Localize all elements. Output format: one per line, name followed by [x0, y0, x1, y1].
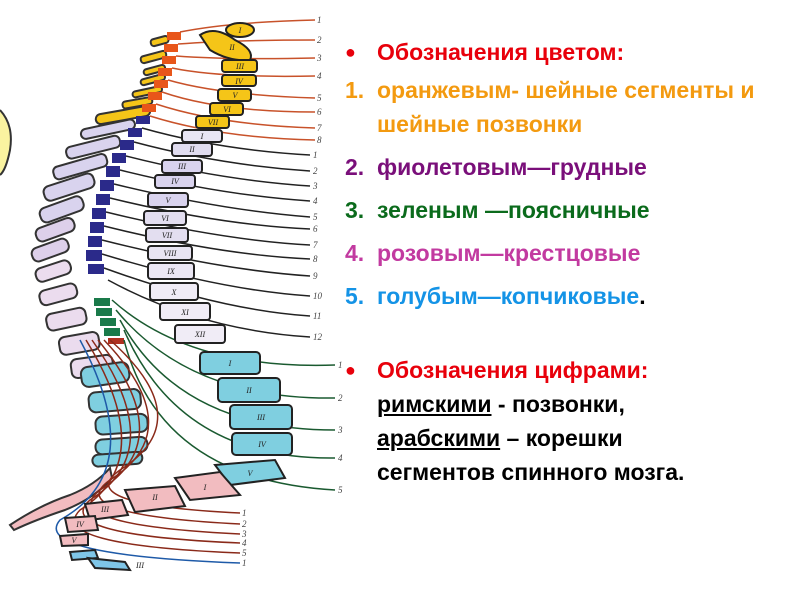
vertebra-label-l2: II	[245, 386, 252, 395]
root-label-s5: 5	[242, 548, 247, 558]
legend-text: зеленым —поясничные	[377, 197, 650, 223]
legend-text: розовым—крестцовые	[377, 240, 641, 266]
legend-number: 2.	[345, 154, 365, 180]
roman-desc: - позвонки,	[491, 391, 625, 417]
number-legend-heading: ● Обозначения цифрами:	[345, 353, 795, 387]
vertebra-label-co: III	[135, 561, 144, 570]
vertebra-label-t8: VIII	[164, 249, 177, 258]
root-label-c5: 5	[317, 93, 322, 103]
legend-number: 4.	[345, 240, 365, 266]
numbers-heading-text: Обозначения цифрами:	[377, 357, 649, 383]
arabic-desc: – корешки	[500, 425, 623, 451]
vertebra-label-t10: X	[171, 288, 178, 297]
legend-number: 1.	[345, 77, 365, 103]
root-label-c1: 1	[317, 15, 322, 25]
legend-panel: ● Обозначения цветом: 1. оранжевым- шейн…	[345, 35, 795, 489]
root-label-s3: 3	[241, 529, 247, 539]
vertebra-label-c2: II	[228, 43, 235, 52]
legend-item-coccygeal: 5. голубым—копчиковые.	[345, 279, 795, 313]
legend-text: голубым—копчиковые	[377, 283, 640, 309]
legend-number: 3.	[345, 197, 365, 223]
vertebra-label-c5: V	[233, 91, 239, 100]
vertebra-label-t11: XI	[180, 308, 189, 317]
vertebra-label-t7: VII	[162, 231, 173, 240]
bullet-icon: ●	[345, 360, 356, 380]
legend-text: фиолетовым—грудные	[377, 154, 647, 180]
root-label-s2: 2	[242, 519, 247, 529]
root-label-l1: 1	[338, 360, 343, 370]
root-label-t4: 4	[313, 196, 318, 206]
vertebra-label-t5: V	[166, 196, 172, 205]
vertebra-label-l3: III	[256, 413, 265, 422]
legend-text: оранжевым- шейные сегменты и шейные позв…	[377, 77, 755, 137]
root-label-t7: 7	[313, 240, 318, 250]
vertebra-label-c3: III	[235, 62, 244, 71]
vertebra-label-s3: III	[100, 505, 109, 514]
vertebra-label-l1: I	[228, 359, 232, 368]
legend-item-thoracic: 2. фиолетовым—грудные	[345, 150, 795, 184]
vertebra-label-s4: IV	[75, 520, 85, 529]
root-label-t1: 1	[313, 150, 318, 160]
vertebra-label-t4: IV	[170, 177, 180, 186]
root-label-t6: 6	[313, 224, 318, 234]
root-label-t5: 5	[313, 212, 318, 222]
root-label-l3: 3	[337, 425, 343, 435]
spine-illustration: I II III IV V VI VII I II III IV V VI VI…	[0, 15, 343, 572]
bullet-icon: ●	[345, 42, 356, 62]
root-label-t8: 8	[313, 254, 318, 264]
legend-item-lumbar: 3. зеленым —поясничные	[345, 193, 795, 227]
vertebra-label-c4: IV	[234, 77, 244, 86]
vertebra-label-t9: IX	[166, 267, 176, 276]
legend-number: 5.	[345, 283, 365, 309]
vertebra-label-t12: XII	[194, 330, 206, 339]
root-label-t2: 2	[313, 166, 318, 176]
root-label-co1: 1	[242, 558, 247, 568]
color-legend-heading: ● Обозначения цветом:	[345, 35, 795, 69]
root-label-c8: 8	[317, 135, 322, 145]
arabic-word: арабскими	[377, 425, 501, 451]
vertebra-label-s1: I	[203, 483, 207, 492]
root-label-t12: 12	[313, 332, 323, 342]
spine-diagram: I II III IV V VI VII I II III IV V VI VI…	[0, 0, 360, 600]
root-label-s1: 1	[242, 508, 247, 518]
vertebra-label-s2: II	[151, 493, 158, 502]
legend-item-cervical: 1. оранжевым- шейные сегменты и шейные п…	[345, 73, 795, 141]
vertebra-label-t1: I	[200, 132, 204, 141]
segments-line: сегментов спинного мозга.	[377, 459, 685, 485]
root-label-l2: 2	[338, 393, 343, 403]
color-heading-text: Обозначения цветом:	[377, 39, 625, 65]
root-label-l5: 5	[338, 485, 343, 495]
legend-item-sacral: 4. розовым—крестцовые	[345, 236, 795, 270]
root-label-t11: 11	[313, 311, 321, 321]
root-label-c3: 3	[316, 53, 322, 63]
vertebra-label-t6: VI	[161, 214, 169, 223]
root-label-t10: 10	[313, 291, 323, 301]
vertebra-label-c6: VI	[223, 105, 231, 114]
root-label-c7: 7	[317, 123, 322, 133]
root-label-c4: 4	[317, 71, 322, 81]
vertebra-label-c1: I	[238, 26, 242, 35]
vertebra-label-l5: V	[248, 469, 254, 478]
number-legend-body: римскими - позвонки, арабскими – корешки…	[345, 387, 795, 489]
root-label-c6: 6	[317, 107, 322, 117]
root-label-t9: 9	[313, 271, 318, 281]
root-label-s4: 4	[242, 538, 247, 548]
vertebra-label-s5: V	[72, 536, 78, 545]
vertebra-label-t2: II	[188, 145, 195, 154]
vertebra-label-c7: VII	[208, 118, 219, 127]
vertebra-label-l4: IV	[257, 440, 267, 449]
vertebra-label-t3: III	[177, 162, 186, 171]
legend-period: .	[639, 283, 646, 309]
root-label-l4: 4	[338, 453, 343, 463]
root-label-t3: 3	[312, 181, 318, 191]
roman-word: римскими	[377, 391, 492, 417]
root-label-c2: 2	[317, 35, 322, 45]
